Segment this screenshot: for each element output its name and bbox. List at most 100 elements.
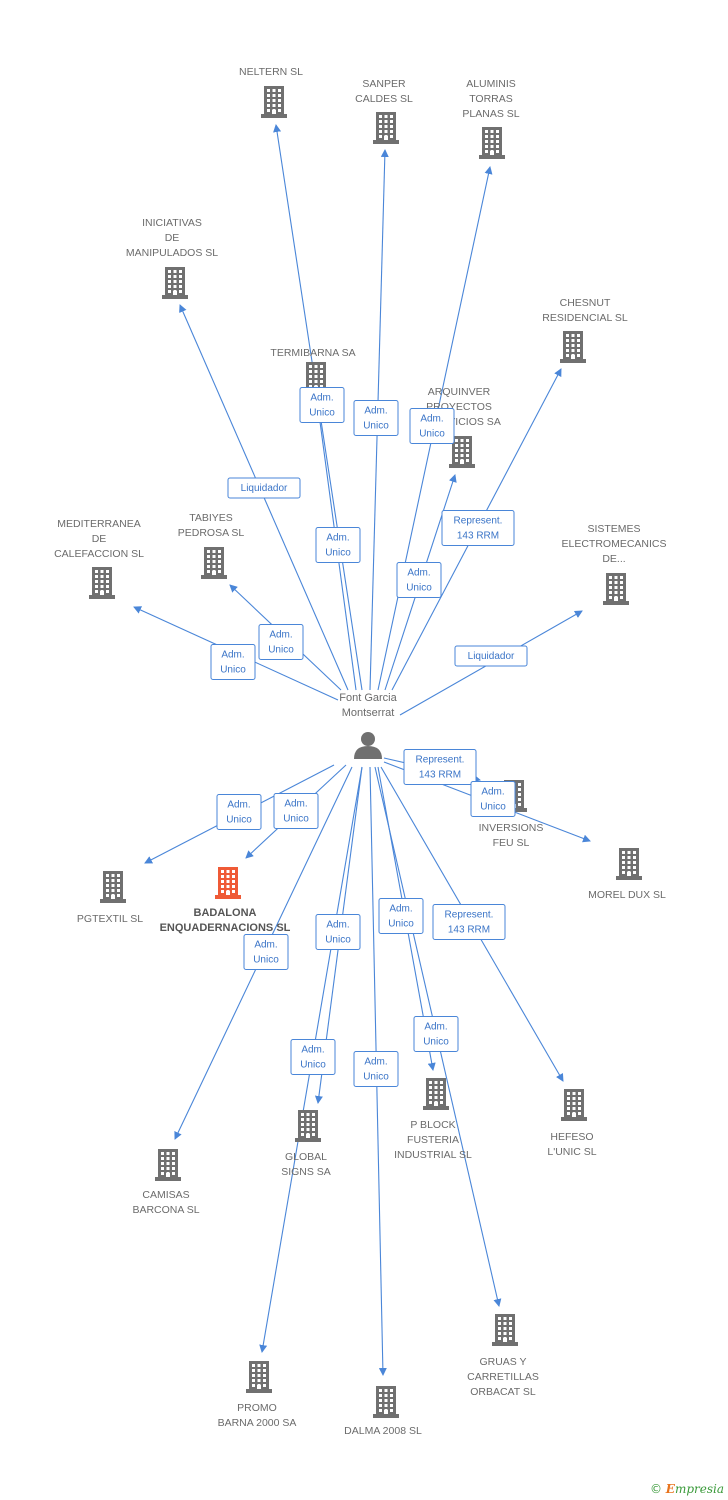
edge-label-box xyxy=(290,1039,336,1075)
company-name-line: CALEFACCION SL xyxy=(54,548,144,560)
edge-label-box xyxy=(315,527,361,563)
edge-label-text: Represent. xyxy=(445,910,494,921)
edge-label-text: Adm. xyxy=(364,406,387,417)
company-name-line: PGTEXTIL SL xyxy=(77,913,143,925)
company-name-line: INVERSIONS xyxy=(479,822,544,834)
edge-label-arquinver[interactable]: Adm. Unico xyxy=(396,562,442,598)
building-icon xyxy=(261,86,287,118)
edge-label-text: Unico xyxy=(406,583,432,594)
edge-label-gruas[interactable]: Adm.Unico xyxy=(413,1016,459,1052)
company-name-line: TABIYES xyxy=(189,512,233,524)
edge-label-sanper[interactable]: Adm. Unico xyxy=(353,400,399,436)
company-node-moreldux[interactable]: MOREL DUX SL xyxy=(588,848,666,901)
edge-label-text: Unico xyxy=(363,421,389,432)
building-icon xyxy=(201,547,227,579)
edge-label-text: Unico xyxy=(300,1060,326,1071)
person-name-line: Montserrat xyxy=(342,707,395,719)
edge-label-box xyxy=(243,934,289,970)
copyright-icon: © xyxy=(649,1482,662,1496)
company-name-line: ORBACAT SL xyxy=(470,1386,536,1398)
edge-label-text: Adm. xyxy=(269,630,292,641)
edge-label-iniciativas[interactable]: Liquidador xyxy=(227,477,301,499)
edge-label-promo[interactable]: Adm.Unico xyxy=(290,1039,336,1075)
edge-label-aluminis[interactable]: Adm.Unico xyxy=(409,408,455,444)
edge-label-pgtextil[interactable]: Adm.Unico xyxy=(216,794,262,830)
edge-label-tabiyes[interactable]: Adm.Unico xyxy=(258,624,304,660)
company-name-line: FEU SL xyxy=(493,837,530,849)
edge-label-chesnut[interactable]: Represent.143 RRM xyxy=(441,510,515,546)
edge-label-text: Adm. xyxy=(326,533,349,544)
edge-label-box xyxy=(432,904,506,940)
edge-label-box xyxy=(216,794,262,830)
edge-label-global[interactable]: Adm.Unico xyxy=(315,914,361,950)
company-name-line: SANPER xyxy=(362,78,406,90)
company-name-line: NELTERN SL xyxy=(239,66,303,78)
edge-label-text: Unico xyxy=(226,815,252,826)
edge-label-text: Represent. xyxy=(454,516,503,527)
edge-label-dalma[interactable]: Adm. Unico xyxy=(353,1051,399,1087)
edge-label-camisas[interactable]: Adm.Unico xyxy=(243,934,289,970)
edge-label-box xyxy=(315,914,361,950)
company-name-line: BARNA 2000 SA xyxy=(218,1417,297,1429)
edge-label-inversions[interactable]: Represent. 143 RRM xyxy=(403,749,477,785)
company-node-dalma[interactable]: DALMA 2008 SL xyxy=(344,1386,422,1437)
edge-label-box xyxy=(470,781,516,817)
edge-label-box xyxy=(299,387,345,423)
edge-label-text: 143 RRM xyxy=(419,770,461,781)
edge-label-text: Unico xyxy=(480,802,506,813)
edge-label-text: Adm. xyxy=(364,1057,387,1068)
company-name-line: ELECTROMECANICS xyxy=(561,538,666,550)
edge-label-termibarna[interactable]: Adm. Unico xyxy=(315,527,361,563)
company-name-line: MANIPULADOS SL xyxy=(126,247,218,259)
company-node-neltern[interactable]: NELTERN SL xyxy=(239,66,303,118)
company-name-line: MOREL DUX SL xyxy=(588,889,666,901)
edge-label-text: Unico xyxy=(325,548,351,559)
company-name-line: RESIDENCIAL SL xyxy=(542,312,628,324)
edge-label-pblock[interactable]: Adm.Unico xyxy=(378,898,424,934)
edge-label-text: Unico xyxy=(325,935,351,946)
company-name-line: FUSTERIA xyxy=(407,1134,459,1146)
company-node-sistemes[interactable]: SISTEMES ELECTROMECANICS DE... xyxy=(561,523,667,605)
company-name-line: TORRAS xyxy=(469,93,513,105)
company-name-line: CAMISAS xyxy=(142,1189,189,1201)
edge-label-badalona[interactable]: Adm. Unico xyxy=(273,793,319,829)
company-name-line: INICIATIVAS xyxy=(142,217,202,229)
company-node-pgtextil[interactable]: PGTEXTIL SL xyxy=(77,871,143,925)
edge-label-hefeso[interactable]: Represent.143 RRM xyxy=(432,904,506,940)
edge-label-mediterranea[interactable]: Adm.Unico xyxy=(210,644,256,680)
edge-label-text: Unico xyxy=(283,814,309,825)
edge-label-text: Unico xyxy=(220,665,246,676)
company-node-termibarna[interactable]: TERMIBARNA SA xyxy=(270,347,356,394)
building-icon xyxy=(561,1089,587,1121)
edge-label-text: Adm. xyxy=(284,799,307,810)
edge-label-text: Represent. xyxy=(416,755,465,766)
edge-label-text: Adm. xyxy=(407,568,430,579)
building-icon xyxy=(479,127,505,159)
edge-label-sistemes[interactable]: Liquidador xyxy=(454,645,528,667)
company-name-line: DE xyxy=(165,232,180,244)
edge-label-text: Unico xyxy=(363,1072,389,1083)
company-name-line: DE... xyxy=(602,553,625,565)
company-node-iniciativas[interactable]: INICIATIVAS DE MANIPULADOS SL xyxy=(126,217,218,299)
edge-label-moreldux[interactable]: Adm.Unico xyxy=(470,781,516,817)
edge-label-box xyxy=(403,749,477,785)
edge-label-neltern[interactable]: Adm.Unico xyxy=(299,387,345,423)
footer-brand[interactable]: © Empresia xyxy=(650,1482,724,1496)
company-name-line: SISTEMES xyxy=(587,523,640,535)
company-name-line: PLANAS SL xyxy=(462,108,519,120)
